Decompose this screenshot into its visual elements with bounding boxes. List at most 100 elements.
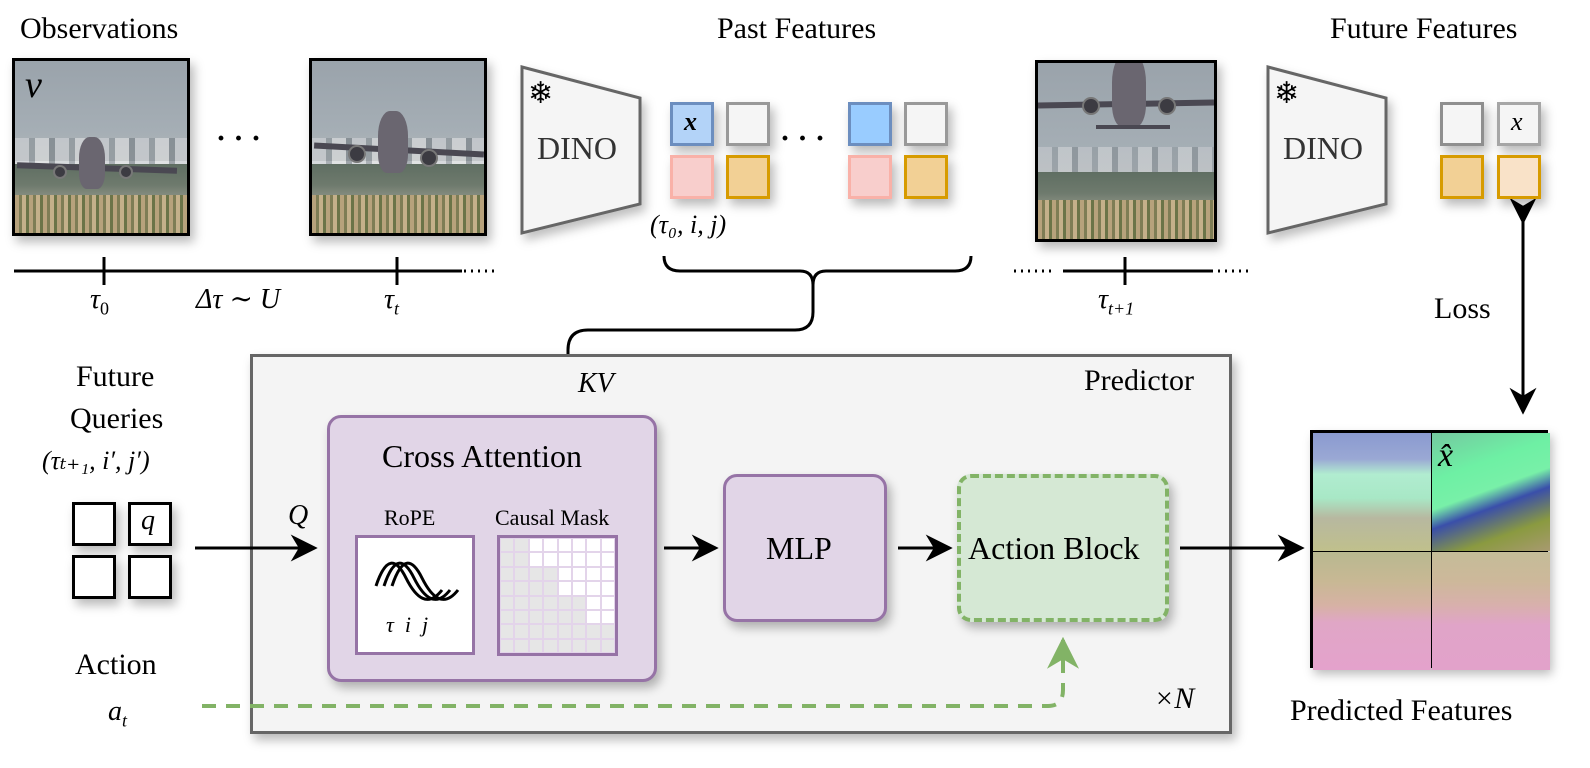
mask-cell-masked bbox=[557, 552, 572, 567]
observation-frame-t-plus-1 bbox=[1035, 60, 1217, 242]
mask-cell-visible bbox=[543, 638, 558, 653]
observation-frame-t0: v bbox=[12, 58, 190, 236]
mask-cell-visible bbox=[557, 624, 572, 639]
frozen-snowflake-icon-past: ❄ bbox=[528, 76, 554, 111]
tau0-symbol: τ bbox=[90, 284, 101, 315]
mask-cell-masked bbox=[528, 538, 544, 553]
mask-cell-visible bbox=[500, 638, 515, 653]
frozen-snowflake-icon-future: ❄ bbox=[1274, 76, 1300, 111]
query-cell bbox=[72, 555, 116, 599]
past-feature-cell bbox=[904, 102, 948, 146]
mask-cell-masked bbox=[543, 538, 558, 553]
mask-cell-visible bbox=[543, 566, 558, 582]
mask-cell-visible bbox=[571, 595, 587, 610]
mask-cell-masked bbox=[586, 595, 601, 610]
mask-cell-visible bbox=[514, 609, 529, 625]
future-queries-title-line2: Queries bbox=[70, 402, 164, 435]
mask-cell-visible bbox=[500, 566, 515, 582]
mask-cell-visible bbox=[528, 609, 544, 625]
video-symbol: v bbox=[25, 64, 42, 106]
query-cell: q bbox=[128, 502, 172, 546]
mask-cell-visible bbox=[514, 566, 529, 582]
mask-cell-visible bbox=[543, 624, 558, 639]
mask-cell-visible bbox=[514, 638, 529, 653]
past-feature-cell bbox=[726, 102, 770, 146]
mask-cell-visible bbox=[500, 595, 515, 610]
past-feature-cell bbox=[904, 155, 948, 199]
future-feature-cell bbox=[1497, 155, 1541, 199]
mlp-label: MLP bbox=[766, 530, 832, 566]
mask-cell-masked bbox=[571, 581, 587, 596]
tau-t-label: τt bbox=[384, 284, 399, 320]
mask-cell-visible bbox=[514, 552, 529, 567]
mask-cell-masked bbox=[528, 552, 544, 567]
mask-cell-visible bbox=[543, 609, 558, 625]
past-feature-cell bbox=[848, 155, 892, 199]
mask-cell-visible bbox=[514, 538, 529, 553]
future-feature-cell bbox=[1440, 155, 1484, 199]
dino-encoder-future-label: DINO bbox=[1283, 130, 1363, 166]
past-feature-cell bbox=[726, 155, 770, 199]
mask-cell-visible bbox=[500, 609, 515, 625]
query-coords-label: (τₜ₊₁, i′, j′) bbox=[42, 446, 150, 475]
tau-t-symbol: τ bbox=[384, 284, 395, 315]
mask-cell-masked bbox=[571, 552, 587, 567]
past-feature-cell bbox=[670, 155, 714, 199]
predicted-feature-cell bbox=[1313, 433, 1431, 551]
mask-cell-masked bbox=[543, 552, 558, 567]
mask-cell-visible bbox=[528, 595, 544, 610]
mask-cell-masked bbox=[586, 538, 601, 553]
mask-cell-masked bbox=[557, 581, 572, 596]
mask-cell-visible bbox=[600, 624, 615, 639]
mask-cell-masked bbox=[600, 538, 615, 553]
observation-frame-t bbox=[309, 58, 487, 236]
causal-mask-title: Causal Mask bbox=[495, 505, 610, 530]
mask-cell-visible bbox=[500, 538, 515, 553]
mask-cell-visible bbox=[528, 581, 544, 596]
cross-attention-title: Cross Attention bbox=[382, 438, 583, 474]
predicted-features-grid: x̂ bbox=[1310, 430, 1550, 670]
mask-cell-visible bbox=[500, 552, 515, 567]
past-coords-label: (τ₀, i, j) bbox=[650, 210, 727, 239]
mask-cell-visible bbox=[528, 638, 544, 653]
mask-cell-visible bbox=[557, 595, 572, 610]
action-conditioning-arrow bbox=[202, 636, 1079, 708]
mask-cell-visible bbox=[600, 638, 615, 653]
dino-encoder-future-shape bbox=[1266, 65, 1388, 235]
query-cell bbox=[72, 502, 116, 546]
tau-t-plus-1-label: τt+1 bbox=[1098, 284, 1134, 320]
mask-cell-masked bbox=[557, 566, 572, 582]
mask-cell-masked bbox=[571, 538, 587, 553]
query-cell bbox=[128, 555, 172, 599]
mask-cell-visible bbox=[543, 595, 558, 610]
tau-t-plus-1-subscript: t+1 bbox=[1108, 298, 1135, 319]
mask-cell-visible bbox=[500, 581, 515, 596]
dino-encoder-past-label: DINO bbox=[537, 130, 617, 166]
mask-cell-visible bbox=[571, 624, 587, 639]
kv-arrow bbox=[554, 285, 815, 401]
predicted-features-title: Predicted Features bbox=[1290, 694, 1513, 727]
future-queries-title-line1: Future bbox=[76, 360, 155, 393]
mask-cell-visible bbox=[543, 581, 558, 596]
mask-cell-visible bbox=[586, 638, 601, 653]
past-features-title: Past Features bbox=[717, 12, 877, 45]
rope-panel: τ i j bbox=[355, 535, 475, 655]
tau-t-subscript: t bbox=[394, 298, 400, 319]
future-feature-cell: x bbox=[1497, 102, 1541, 146]
mask-cell-masked bbox=[586, 581, 601, 596]
future-feature-cell bbox=[1440, 102, 1484, 146]
rope-title: RoPE bbox=[384, 505, 436, 530]
causal-mask-panel bbox=[497, 535, 618, 656]
x-symbol: x bbox=[1511, 107, 1523, 136]
mask-cell-visible bbox=[514, 581, 529, 596]
delta-tau-label: Δτ ∼ U bbox=[196, 284, 281, 315]
mask-cell-visible bbox=[500, 624, 515, 639]
predicted-feature-cell bbox=[1432, 552, 1550, 670]
mask-cell-visible bbox=[514, 624, 529, 639]
past-features-ellipsis: · · · bbox=[780, 122, 826, 155]
q-symbol: q bbox=[141, 505, 155, 536]
action-title: Action bbox=[75, 648, 157, 681]
mask-cell-visible bbox=[528, 566, 544, 582]
mask-cell-visible bbox=[528, 624, 544, 639]
